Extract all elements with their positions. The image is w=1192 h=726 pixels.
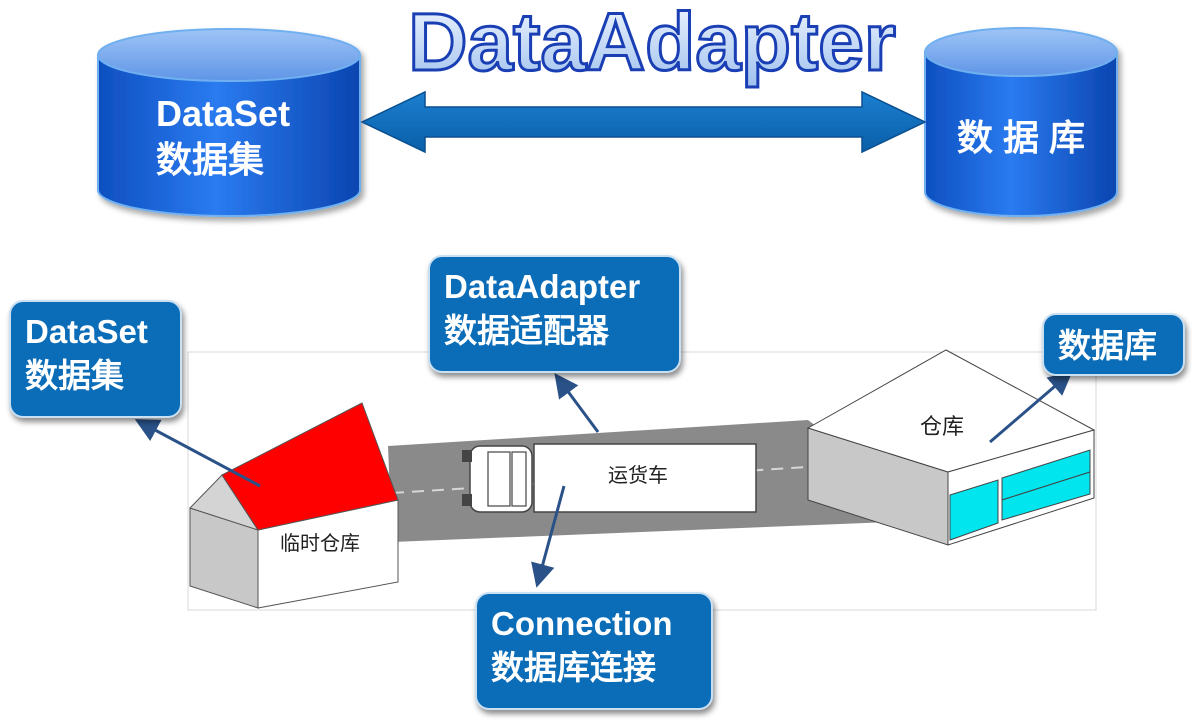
pointer-dataset — [134, 419, 261, 488]
pointer-connection — [531, 485, 566, 588]
delivery-truck — [462, 443, 757, 513]
truck-label: 运货车 — [608, 463, 668, 487]
database-cylinder-label: 数 据 库 — [957, 117, 1085, 158]
dataset-cylinder-label-zh: 数据集 — [156, 139, 264, 180]
callout-database-zh: 数据库 — [1058, 327, 1157, 364]
callout-dataset-en: DataSet — [25, 313, 148, 350]
warehouse-window-left — [949, 479, 999, 541]
callout-database: 数据库 — [1042, 313, 1185, 376]
callout-dataset-zh: 数据集 — [25, 357, 124, 394]
warehouse-building — [806, 349, 1096, 546]
callout-connection-en: Connection — [491, 605, 673, 642]
callout-connection: Connection 数据库连接 — [475, 592, 713, 710]
house-roof — [221, 402, 399, 531]
callout-adapter: DataAdapter 数据适配器 — [428, 255, 681, 373]
callout-dataset: DataSet 数据集 — [9, 300, 182, 418]
dataset-cylinder-label-en: DataSet — [156, 93, 290, 134]
pointer-adapter — [554, 373, 600, 433]
database-cylinder — [924, 27, 1118, 217]
bidirectional-arrow — [360, 90, 927, 154]
warehouse-label: 仓库 — [920, 415, 964, 440]
title-dataadapter: DataAdapter — [408, 0, 896, 88]
callout-adapter-en: DataAdapter — [444, 268, 641, 305]
pointer-database — [989, 371, 1073, 444]
temporary-warehouse-house — [189, 402, 399, 609]
callout-connection-zh: 数据库连接 — [491, 649, 656, 686]
dataset-cylinder — [97, 28, 361, 217]
temporary-warehouse-label: 临时仓库 — [280, 531, 360, 555]
callout-adapter-zh: 数据适配器 — [444, 312, 609, 349]
